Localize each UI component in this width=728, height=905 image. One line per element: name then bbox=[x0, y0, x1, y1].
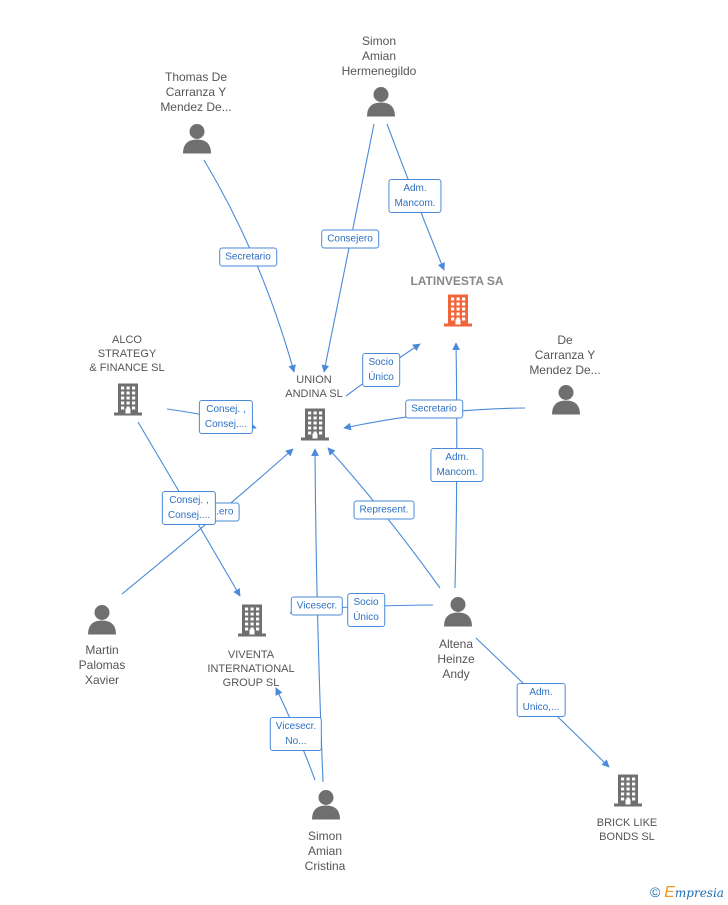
node-label-thomas[interactable]: Thomas De Carranza Y Mendez De... bbox=[160, 70, 232, 114]
person-icon-thomas[interactable] bbox=[182, 123, 212, 160]
node-label-simon_amian_c[interactable]: Simon Amian Cristina bbox=[304, 829, 346, 873]
edge-label-simon_amian_c-to-union_andina[interactable]: Socio Único bbox=[347, 593, 385, 627]
copyright-icon: © bbox=[650, 884, 661, 900]
building-icon-brick_like[interactable] bbox=[612, 772, 644, 813]
edge-label-altena-to-brick_like[interactable]: Adm. Unico,... bbox=[516, 683, 566, 717]
building-icon-viventa[interactable] bbox=[236, 602, 268, 643]
edge-label-simon_amian_c-to-viventa[interactable]: Vicesecr. No... bbox=[269, 717, 323, 751]
building-icon-union_andina[interactable] bbox=[299, 406, 331, 447]
edge-label-alco-to-union_andina[interactable]: Consej. , Consej.... bbox=[198, 400, 254, 434]
edge-label-altena-to-viventa[interactable]: Vicesecr. bbox=[290, 596, 344, 616]
brand-logo-letter: E bbox=[664, 884, 675, 901]
edge-label-altena-to-union_andina[interactable]: Represent. bbox=[353, 500, 415, 520]
edge-label-de_carranza-to-union_andina[interactable]: Secretario bbox=[405, 399, 463, 419]
building-icon-alco[interactable] bbox=[112, 381, 144, 422]
node-label-latinvesta[interactable]: LATINVESTA SA bbox=[410, 274, 504, 288]
footer-brand: © Empresia bbox=[650, 884, 724, 902]
person-icon-martin[interactable] bbox=[87, 604, 117, 641]
edge-label-simon_amian_h-to-latinvesta[interactable]: Adm. Mancom. bbox=[388, 179, 442, 213]
node-label-martin[interactable]: Martin Palomas Xavier bbox=[78, 643, 126, 687]
node-label-union_andina[interactable]: UNION ANDINA SL bbox=[285, 374, 343, 400]
edge-label-union_andina-to-latinvesta[interactable]: Socio Único bbox=[362, 353, 400, 387]
building-icon-latinvesta[interactable] bbox=[442, 292, 474, 333]
edge-label-thomas-to-union_andina[interactable]: Secretario bbox=[219, 247, 277, 267]
node-label-simon_amian_h[interactable]: Simon Amian Hermenegildo bbox=[341, 34, 417, 78]
brand-name: mpresia bbox=[674, 886, 724, 900]
person-icon-simon_amian_c[interactable] bbox=[311, 789, 341, 826]
person-icon-simon_amian_h[interactable] bbox=[366, 86, 396, 123]
node-label-de_carranza[interactable]: De Carranza Y Mendez De... bbox=[529, 333, 601, 377]
node-label-viventa[interactable]: VIVENTA INTERNATIONAL GROUP SL bbox=[207, 649, 295, 689]
node-label-alco[interactable]: ALCO STRATEGY & FINANCE SL bbox=[89, 334, 165, 374]
node-label-altena[interactable]: Altena Heinze Andy bbox=[437, 637, 475, 681]
edge-label-simon_amian_h-to-union_andina[interactable]: Consejero bbox=[321, 229, 379, 249]
person-icon-altena[interactable] bbox=[443, 596, 473, 633]
edge-label-altena-to-latinvesta[interactable]: Adm. Mancom. bbox=[430, 448, 484, 482]
person-icon-de_carranza[interactable] bbox=[551, 384, 581, 421]
edge-label-alco-to-viventa[interactable]: Consej. , Consej.... bbox=[161, 491, 217, 525]
node-label-brick_like[interactable]: BRICK LIKE BONDS SL bbox=[596, 817, 658, 843]
